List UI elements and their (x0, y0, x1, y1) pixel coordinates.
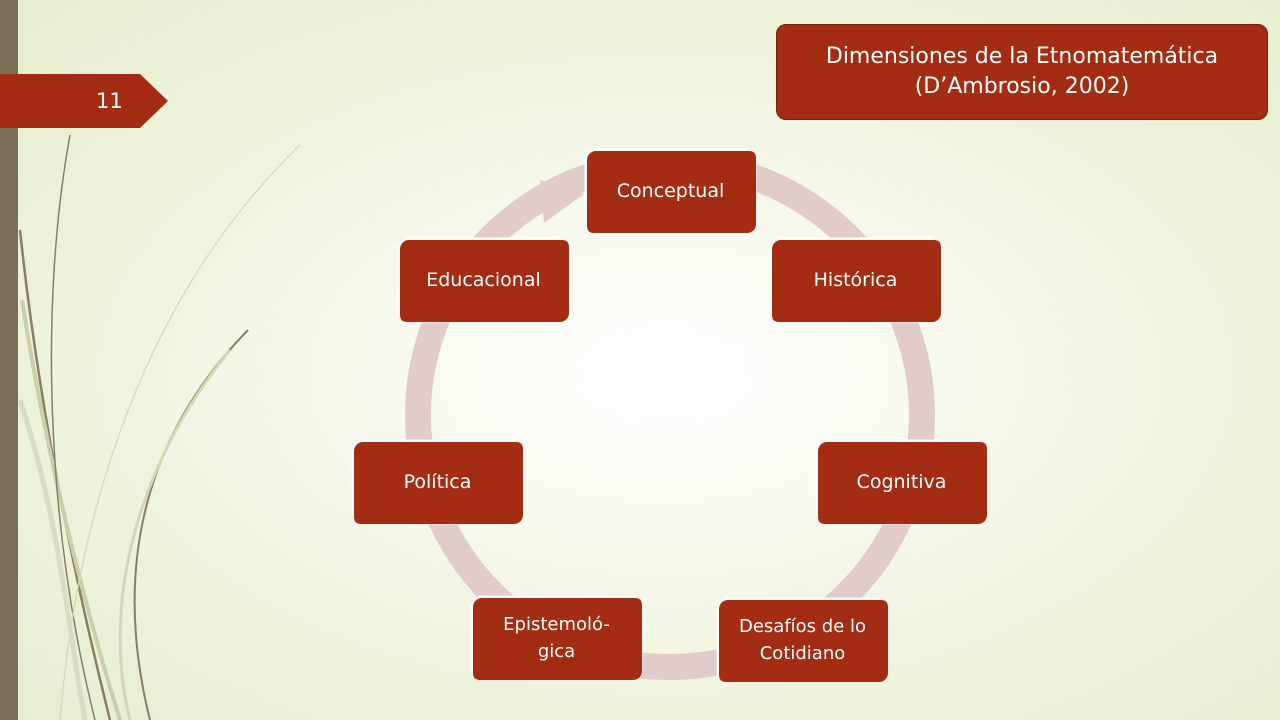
node-historica: Histórica (770, 238, 941, 322)
node-label: Desafíos de lo Cotidiano (738, 616, 867, 664)
node-educacional: Educacional (398, 238, 569, 322)
title-box: Dimensiones de la Etnomatemática (D’Ambr… (776, 24, 1268, 120)
node-epistemologica: Epistemoló-gica (471, 596, 642, 680)
node-label: Política (403, 471, 472, 493)
left-accent-bar (0, 0, 18, 720)
page-number-tab (0, 74, 168, 128)
node-label: Educacional (426, 269, 541, 291)
title-line-2: (D’Ambrosio, 2002) (914, 74, 1130, 99)
page-number: 11 (96, 89, 123, 113)
title-line-1: Dimensiones de la Etnomatemática (825, 44, 1219, 69)
node-desafios: Desafíos de lo Cotidiano (717, 598, 888, 682)
node-label: Epistemoló-gica (503, 614, 610, 662)
node-label: Histórica (813, 269, 898, 291)
node-label: Conceptual (616, 180, 725, 202)
node-conceptual: Conceptual (585, 149, 756, 233)
node-label: Cognitiva (856, 471, 947, 493)
cycle-arrowhead-icon (540, 180, 584, 223)
node-politica: Política (352, 440, 523, 524)
node-cognitiva: Cognitiva (816, 440, 987, 524)
